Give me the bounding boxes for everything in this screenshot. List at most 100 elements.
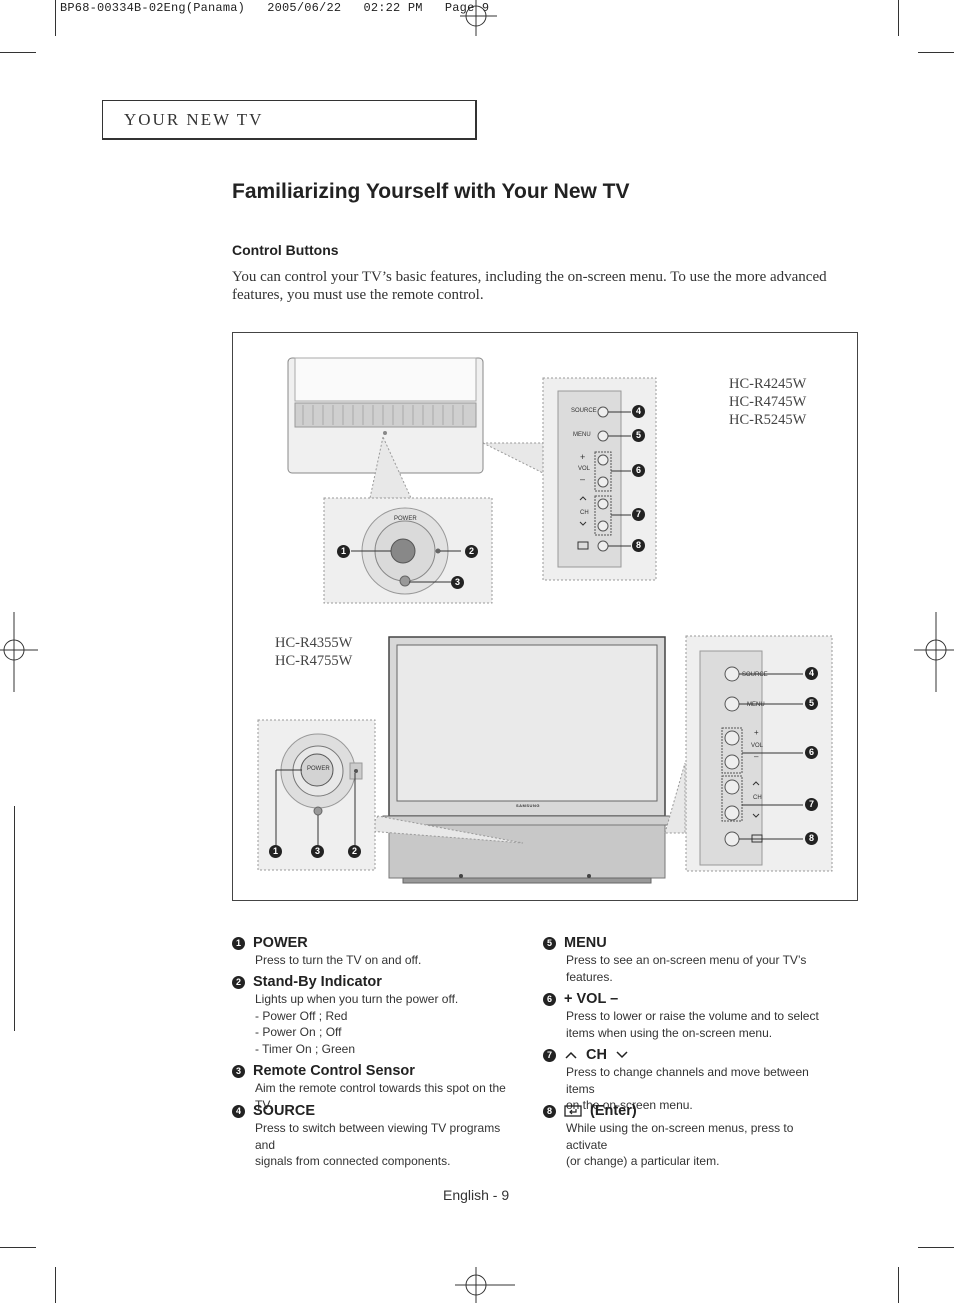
item-desc: features. [566,969,613,984]
item-desc: While using the on-screen menus, press t… [566,1121,794,1152]
item-desc: Aim the remote control towards this spot… [255,1081,506,1112]
item-standby-indicator: 2 Stand-By Indicator Lights up when you t… [232,973,512,1057]
intro-paragraph: You can control your TV’s basic features… [232,269,827,303]
callout-badge: 8 [805,832,818,845]
section-title: YOUR NEW TV [124,110,263,130]
item-title: POWER [253,935,308,951]
item-number-badge: 5 [543,936,556,950]
item-source: 4 SOURCE Press to switch between viewing … [232,1102,512,1170]
chevron-up-icon [565,1051,577,1059]
registration-mark-icon [0,612,38,692]
plus-label-bottom: + [754,728,759,737]
power-label-bottom: POWER [307,766,330,772]
item-number-badge: 8 [543,1104,556,1118]
item-desc: on the on-screen menu. [566,1098,693,1112]
item-desc: - Timer On ; Green [255,1041,356,1056]
minus-label-top: – [580,474,586,484]
model-name: HC-R5245W [729,412,807,428]
tv-illustration-svg [257,357,833,884]
item-desc: Press to turn the TV on and off. [255,953,422,967]
callout-badge: 1 [337,545,350,558]
item-vol: 6 + VOL – Press to lower or raise the vol… [543,990,823,1041]
item-menu: 5 MENU Press to see an on-screen menu of … [543,934,823,985]
page-footer: English - 9 [443,1187,510,1203]
item-number-badge: 3 [232,1064,245,1078]
callout-badge: 5 [632,429,645,442]
vol-label-top: VOL [578,466,591,472]
model-name: HC-R4355W [275,635,353,651]
menu-label-top: MENU [573,432,591,438]
tv-bottom-illustration [367,636,686,884]
crop-mark [55,0,56,36]
menu-label-bottom: MENU [747,702,765,708]
crop-mark [918,52,954,53]
item-title: CH [586,1047,607,1063]
item-number-badge: 7 [543,1048,556,1062]
minus-label-bottom: – [754,752,759,761]
item-title: Stand-By Indicator [253,974,382,990]
chevron-down-icon [616,1051,628,1059]
item-title: SOURCE [253,1103,316,1119]
item-number-badge: 2 [232,975,245,989]
registration-mark-icon [460,0,497,36]
callout-badge: 6 [632,464,645,477]
item-power: 1 POWER Press to turn the TV on and off. [232,934,512,969]
item-desc: Press to lower or raise the volume and t… [566,1009,819,1023]
ch-label-bottom: CH [753,795,762,801]
source-label-bottom: SOURCE [742,672,768,678]
crop-mark [0,52,36,53]
item-desc: Press to switch between viewing TV progr… [255,1121,501,1152]
power-inset-top [323,497,493,604]
power-label-top: POWER [394,516,417,522]
model-list-top: HC-R4245W HC-R4745W HC-R5245W [729,375,806,429]
page-title: Familiarizing Yourself with Your New TV [232,180,630,203]
callout-badge: 7 [632,508,645,521]
crop-mark [0,1247,36,1248]
item-desc: - Power Off ; Red [255,1008,348,1023]
item-desc: (or change) a particular item. [566,1154,720,1168]
source-label-top: SOURCE [571,408,597,414]
section-header-box [102,100,477,140]
callout-badge: 5 [805,697,818,710]
callout-badge: 1 [269,845,282,858]
callout-badge: 3 [451,576,464,589]
brand-logo: SAMSUNG [516,803,540,808]
item-number-badge: 4 [232,1104,245,1118]
item-desc: Press to see an on-screen menu of your T… [566,953,807,967]
section-subtitle: Control Buttons [232,242,339,258]
print-slug: BP68-00334B-02Eng(Panama) 2005/06/22 02:… [60,1,490,15]
item-title: MENU [564,935,607,951]
callout-badge: 6 [805,746,818,759]
callout-badge: 4 [805,667,818,680]
vol-label-bottom: VOL [751,743,764,749]
item-desc: signals from connected components. [255,1154,451,1168]
tv-top-illustration [287,357,544,499]
plus-label-top: + [580,452,586,462]
item-desc: items when using the on-screen menu. [566,1025,773,1040]
item-title: + VOL – [564,991,619,1007]
crop-mark [55,1267,56,1303]
enter-icon [564,1105,582,1117]
item-remote-control-sensor: 3 Remote Control Sensor Aim the remote co… [232,1062,512,1113]
model-list-bottom: HC-R4355W HC-R4755W [275,634,352,670]
control-buttons-figure [232,332,858,901]
registration-mark-icon [914,612,954,692]
item-number-badge: 6 [543,992,556,1006]
item-enter: 8 (Enter) While using the on-screen menu… [543,1102,823,1170]
margin-line [14,806,15,1031]
callout-badge: 7 [805,798,818,811]
model-name: HC-R4755W [275,653,353,669]
callout-badge: 4 [632,405,645,418]
crop-mark [918,1247,954,1248]
callout-badge: 2 [348,845,361,858]
callout-badge: 8 [632,539,645,552]
item-desc: Lights up when you turn the power off. [255,992,459,1006]
item-title: (Enter) [590,1103,637,1119]
item-ch: 7 CH Press to change channels and move b… [543,1046,823,1114]
item-title: Remote Control Sensor [253,1063,415,1079]
crop-mark [898,1267,899,1303]
crop-mark [898,0,899,36]
registration-mark-icon [455,1267,515,1303]
item-desc: - Power On ; Off [255,1025,342,1039]
item-number-badge: 1 [232,936,245,950]
